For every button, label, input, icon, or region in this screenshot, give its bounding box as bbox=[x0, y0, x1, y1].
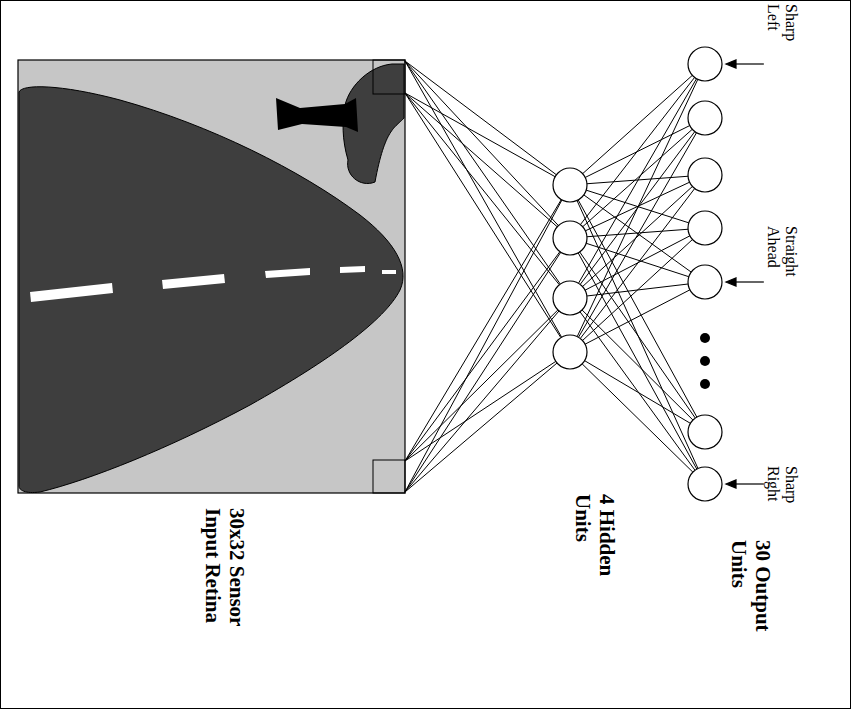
layer-label: 4 Hidden Units bbox=[571, 494, 618, 594]
steering-label: Sharp Left bbox=[764, 4, 800, 56]
connection-lines bbox=[405, 61, 698, 492]
retina-box: 30x32 Sensor Input Retina bbox=[18, 60, 405, 493]
steering-label: Straight Ahead bbox=[764, 226, 800, 292]
pixel-square bbox=[373, 460, 405, 493]
pointer-arrows bbox=[726, 60, 764, 488]
lane-markings bbox=[30, 266, 396, 302]
units bbox=[553, 47, 722, 501]
retina-label: 30x32 Sensor Input Retina bbox=[201, 508, 248, 640]
pixel-square bbox=[373, 60, 405, 94]
steering-label: Sharp Right bbox=[764, 466, 800, 518]
tree-trunk bbox=[276, 98, 358, 132]
layer-label: 30 Output Units bbox=[727, 540, 774, 650]
retina-ground bbox=[18, 60, 405, 493]
ellipsis-dots bbox=[700, 333, 710, 389]
